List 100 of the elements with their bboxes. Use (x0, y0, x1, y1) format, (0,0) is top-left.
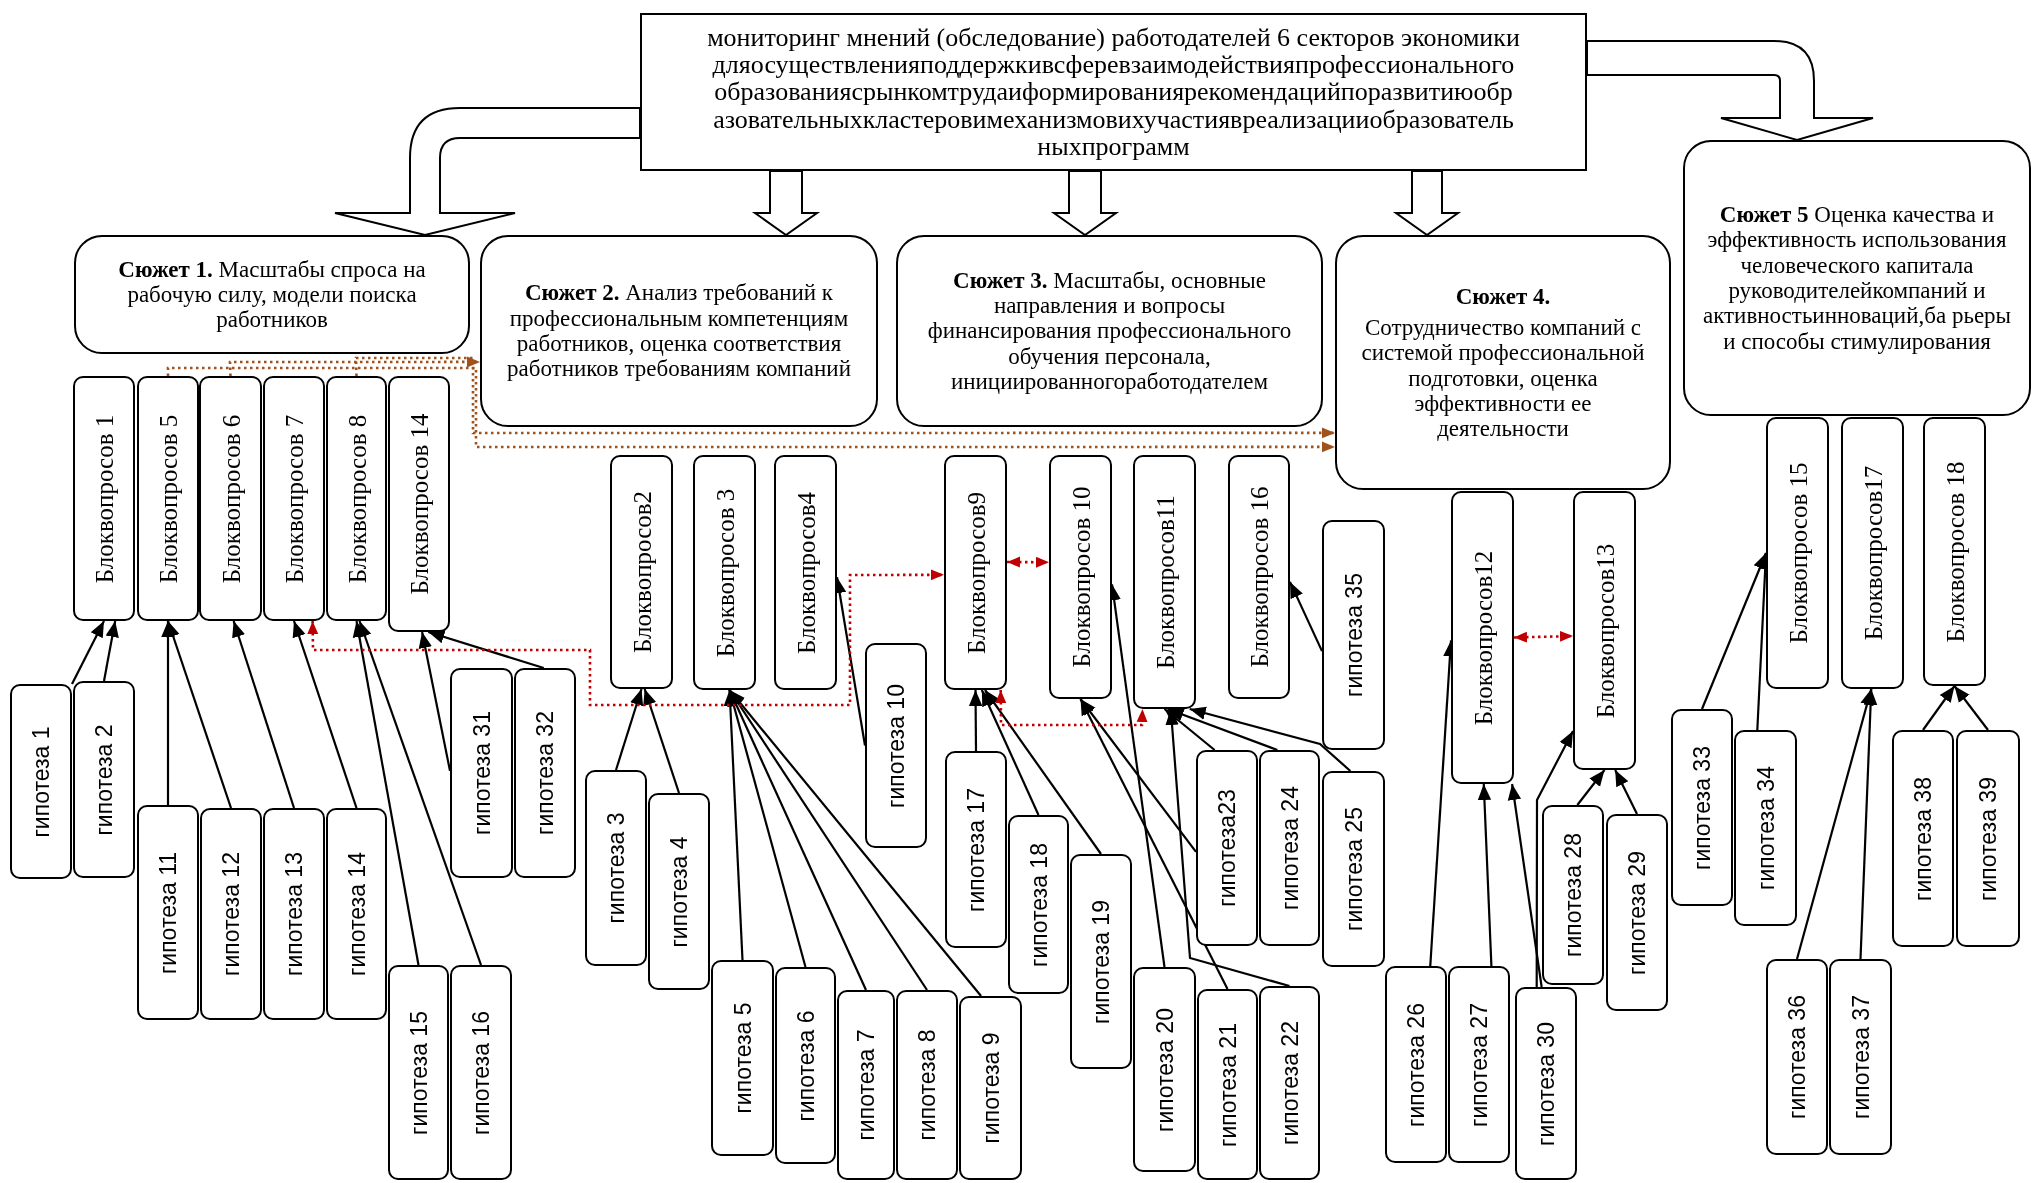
arrow (1163, 708, 1216, 751)
question-block-box (326, 376, 387, 621)
topic-box (896, 235, 1323, 427)
hypothesis-label: гипотеза 35 (1342, 573, 1365, 697)
arrow (232, 620, 296, 809)
arrow (1859, 688, 1878, 960)
arrow (1614, 769, 1638, 815)
question-block-label: Блоквопросов 6 (218, 414, 243, 583)
hypothesis-label: гипотеза 9 (979, 1032, 1002, 1144)
question-block-label: Блоквопросов 14 (406, 413, 432, 595)
topic-box (480, 235, 878, 427)
dotted-arrow (228, 356, 480, 377)
question-block-label: Блоквопросов4 (793, 491, 818, 654)
arrow (1535, 730, 1574, 987)
hypothesis-label: гипотеза 22 (1278, 1021, 1301, 1145)
block-arrow (1392, 170, 1462, 237)
topic-heading: Сюжет 4. (1454, 283, 1552, 309)
hypothesis-box (1892, 730, 1954, 947)
dotted-arrow (1513, 630, 1574, 643)
hypothesis-box (711, 960, 774, 1156)
arrow (980, 689, 1040, 816)
topic-box (74, 235, 470, 354)
block-arrow (1586, 40, 1874, 141)
hypothesis-label: гипотеза 29 (1625, 850, 1649, 975)
hypothesis-box (837, 990, 895, 1180)
hypothesis-label: гипотеза 14 (345, 852, 368, 976)
hypothesis-box (1734, 730, 1797, 926)
hypothesis-label: гипотеза 30 (1534, 1021, 1558, 1146)
block-arrow (1050, 170, 1120, 237)
hypothesis-box (648, 793, 710, 990)
hypothesis-label: гипотеза 33 (1690, 745, 1714, 870)
hypothesis-box (326, 808, 387, 1020)
hypothesis-label: гипотеза23 (1215, 789, 1239, 907)
hypothesis-label: гипотеза 16 (469, 1010, 493, 1135)
question-block-label: Блоквопросов2 (629, 490, 654, 654)
topic-text: Сотрудничество компаний с системой профессиональной подготовки, оценка эффективности ее деятельности (1360, 314, 1646, 442)
arrow (1701, 552, 1767, 710)
hypothesis-box (73, 681, 135, 878)
hypothesis-box (263, 808, 325, 1020)
arrow (984, 689, 1102, 855)
hypothesis-label: гипотеза 28 (1561, 833, 1585, 957)
question-block-label: Блоквопросов 3 (712, 488, 737, 657)
hypothesis-label: гипотеза 6 (794, 1009, 817, 1122)
hypothesis-box (775, 967, 836, 1164)
question-block-box (1133, 455, 1196, 709)
topic-box (1335, 235, 1671, 490)
hypothesis-label: гипотеза 37 (1849, 995, 1872, 1119)
hypothesis-box (1197, 989, 1258, 1180)
hypothesis-box (1322, 520, 1385, 750)
hypothesis-label: гипотеза 8 (915, 1029, 939, 1141)
dotted-arrow (307, 569, 944, 707)
question-block-label: Блоквопросов 18 (1942, 461, 1967, 642)
topic-text: Сюжет 3. Масштабы, основные направления и вопросы финансирования профессионального обучения персонала, инициированногоработодателем (926, 267, 1293, 395)
hypothesis-label: гипотеза 18 (1027, 842, 1050, 967)
hypothesis-box (1829, 959, 1892, 1155)
arrow (1953, 685, 1989, 731)
topic-text: Сюжет 2. Анализ требований к профессиональным компетенциям работников, оценка соответствия работников требованиям компаний (506, 280, 852, 382)
arrow (1795, 688, 1874, 960)
question-block-box (1228, 455, 1290, 699)
question-block-label: Блоквопросов 16 (1246, 486, 1272, 668)
hypothesis-label: гипотеза 24 (1278, 786, 1301, 910)
question-block-box (1049, 455, 1112, 699)
hypothesis-label: гипотеза 38 (1911, 776, 1935, 901)
hypothesis-label: гипотеза 7 (854, 1029, 878, 1141)
hypothesis-label: гипотеза 1 (29, 725, 53, 838)
question-block-box (137, 376, 199, 621)
hypothesis-label: гипотеза 3 (604, 812, 628, 924)
hypothesis-label: гипотеза 5 (731, 1002, 754, 1114)
question-block-box (73, 376, 135, 621)
dotted-arrow (1007, 556, 1049, 568)
hypothesis-box (1133, 967, 1196, 1172)
arrow (968, 690, 983, 751)
hypothesis-box (945, 751, 1007, 948)
hypothesis-box (450, 668, 513, 878)
question-block-label: Блоквопросов17 (1860, 465, 1885, 641)
hypothesis-label: гипотеза 12 (219, 852, 243, 976)
hypothesis-box (450, 965, 512, 1180)
question-block-box (1841, 417, 1904, 689)
dotted-arrow (354, 356, 1335, 439)
block-arrow (751, 170, 821, 237)
question-block-label: Блоквопросов11 (1152, 495, 1177, 669)
source-box (640, 13, 1587, 171)
hypothesis-box (1196, 750, 1258, 946)
hypothesis-box (865, 643, 927, 848)
hypothesis-box (1515, 987, 1577, 1180)
hypothesis-box (1448, 966, 1510, 1163)
hypothesis-box (896, 990, 958, 1180)
question-block-label: Блоквопросов 15 (1785, 462, 1810, 644)
question-block-label: Блоквопросов12 (1470, 550, 1495, 725)
question-block-box (1923, 417, 1986, 686)
arrow (166, 620, 233, 809)
hypothesis-label: гипотеза 19 (1089, 899, 1113, 1024)
hypothesis-label: гипотеза 15 (407, 1010, 430, 1135)
hypothesis-box (1322, 771, 1385, 967)
hypothesis-box (959, 996, 1022, 1180)
arrow (71, 620, 105, 685)
hypothesis-label: гипотеза 2 (92, 723, 116, 836)
arrow (728, 689, 867, 991)
hypothesis-box (1956, 730, 2020, 947)
question-block-box (944, 455, 1007, 690)
